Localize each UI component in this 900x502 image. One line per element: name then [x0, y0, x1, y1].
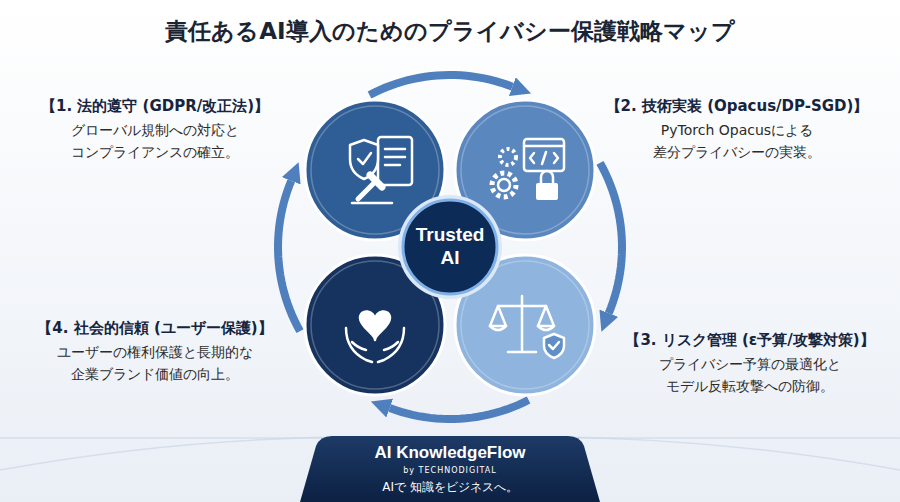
gear-icon	[498, 179, 510, 191]
icon-stroke	[530, 152, 558, 164]
icon-stroke	[346, 328, 372, 362]
cycle-arrow	[600, 163, 622, 313]
icon-stroke	[378, 328, 404, 362]
petal-icon	[350, 137, 412, 203]
document-icon	[378, 137, 412, 185]
section-caption: 【1. 法的遵守 (GDPR/改正法)】グローバル規制への対応と コンプライアン…	[20, 96, 290, 164]
section-caption: 【3. リスク管理 (ε予算/攻撃対策)】プライバシー予算の最適化と モデル反転…	[615, 330, 885, 398]
section-body: PyTorch Opacusによる 差分プライバシーの実装。	[602, 120, 872, 163]
cycle-arrow	[370, 75, 513, 95]
icon-stroke	[352, 202, 392, 205]
icon-stroke	[352, 342, 398, 350]
center-halo	[398, 195, 502, 299]
brand-name: AI KnowledgeFlow	[300, 443, 600, 463]
icon-stroke	[524, 145, 564, 148]
brand-tagline: AIで 知識をビジネスへ。	[300, 479, 600, 496]
section-caption: 【4. 社会的信頼 (ユーザー保護)】ユーザーの権利保護と長期的な 企業ブランド…	[20, 318, 290, 386]
code-window-icon	[524, 139, 564, 171]
section-heading: 【1. 法的遵守 (GDPR/改正法)】	[41, 96, 269, 116]
icon-stroke	[350, 140, 378, 179]
section-body: ユーザーの権利保護と長期的な 企業ブランド価値の向上。	[20, 342, 290, 385]
petal-icon	[346, 311, 404, 362]
icon-stroke	[541, 171, 553, 183]
section-heading: 【3. リスク管理 (ε予算/攻撃対策)】	[625, 330, 874, 350]
icon-stroke	[490, 306, 554, 326]
icon-stroke	[358, 153, 371, 164]
icon-stroke	[360, 311, 390, 340]
icon-stroke	[544, 334, 564, 358]
cycle-arrow	[390, 400, 529, 419]
center-label: Trusted AI	[410, 224, 490, 270]
cycle-arrow	[278, 181, 300, 331]
section-heading: 【2. 技術実装 (Opacus/DP-SGD)】	[606, 96, 869, 116]
center-circle: Trusted AI	[398, 195, 502, 299]
section-caption: 【2. 技術実装 (Opacus/DP-SGD)】 PyTorch Opacusに…	[602, 96, 872, 164]
icon-stroke	[358, 181, 376, 199]
diagram-title: 責任あるAI導入のためのプライバシー保護戦略マップ	[0, 16, 900, 47]
footer-band	[300, 436, 600, 502]
petal-icon	[490, 296, 564, 358]
brand-byline: by TECHNODIGITAL	[300, 466, 600, 475]
icon-stroke	[370, 175, 382, 187]
petal-icon	[492, 139, 564, 200]
center-label-box: Trusted AI	[398, 195, 502, 299]
icon-stroke	[385, 149, 405, 165]
icon-stroke	[549, 342, 559, 349]
lock-icon	[536, 183, 558, 200]
section-body: グローバル規制への対応と コンプライアンスの確立。	[20, 120, 290, 163]
gear-icon	[500, 149, 516, 165]
icon-stroke	[490, 326, 554, 330]
gear-icon	[492, 173, 516, 197]
center-disc	[403, 200, 497, 294]
section-heading: 【4. 社会的信頼 (ユーザー保護)】	[37, 318, 272, 338]
section-body: プライバシー予算の最適化と モデル反転攻撃への防御。	[615, 354, 885, 397]
